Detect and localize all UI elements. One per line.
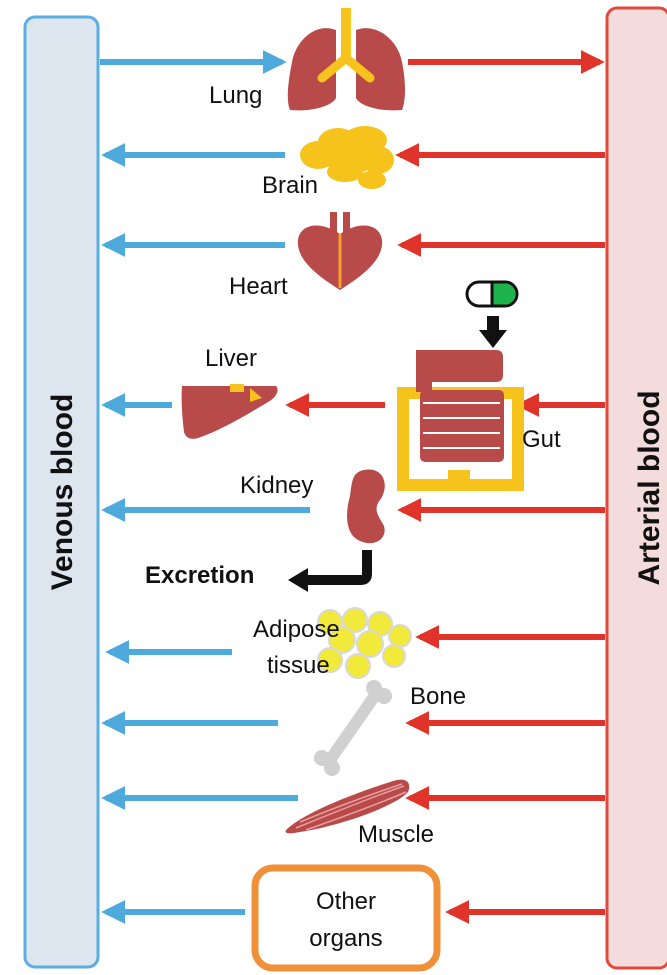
liver-icon: [182, 384, 278, 439]
arterial-blood-label: Arterial blood: [633, 390, 666, 585]
adipose-label-line2: tissue: [267, 652, 330, 679]
lung-icon: [288, 8, 405, 110]
capsule-icon: [467, 282, 517, 306]
lung-label: Lung: [209, 82, 262, 109]
adipose-label-line1: Adipose: [253, 616, 340, 643]
excretion-label: Excretion: [145, 562, 254, 589]
gut-icon: [403, 350, 518, 488]
kidney-icon: [347, 469, 385, 543]
excretion-arrow-icon: [288, 550, 367, 592]
brain-label: Brain: [262, 172, 318, 199]
bone-icon: [314, 680, 392, 776]
gut-label: Gut: [522, 426, 561, 453]
other-organs-label-line1: Other: [316, 888, 376, 915]
heart-label: Heart: [229, 273, 288, 300]
bone-label: Bone: [410, 683, 466, 710]
other-organs-label-line2: organs: [309, 925, 382, 952]
venous-blood-label: Venous blood: [46, 394, 79, 591]
muscle-label: Muscle: [358, 821, 434, 848]
liver-label: Liver: [205, 345, 257, 372]
heart-icon: [298, 212, 382, 290]
kidney-label: Kidney: [240, 472, 313, 499]
oral-dose-arrow-icon: [479, 316, 507, 348]
other-organs-box: [255, 868, 437, 968]
